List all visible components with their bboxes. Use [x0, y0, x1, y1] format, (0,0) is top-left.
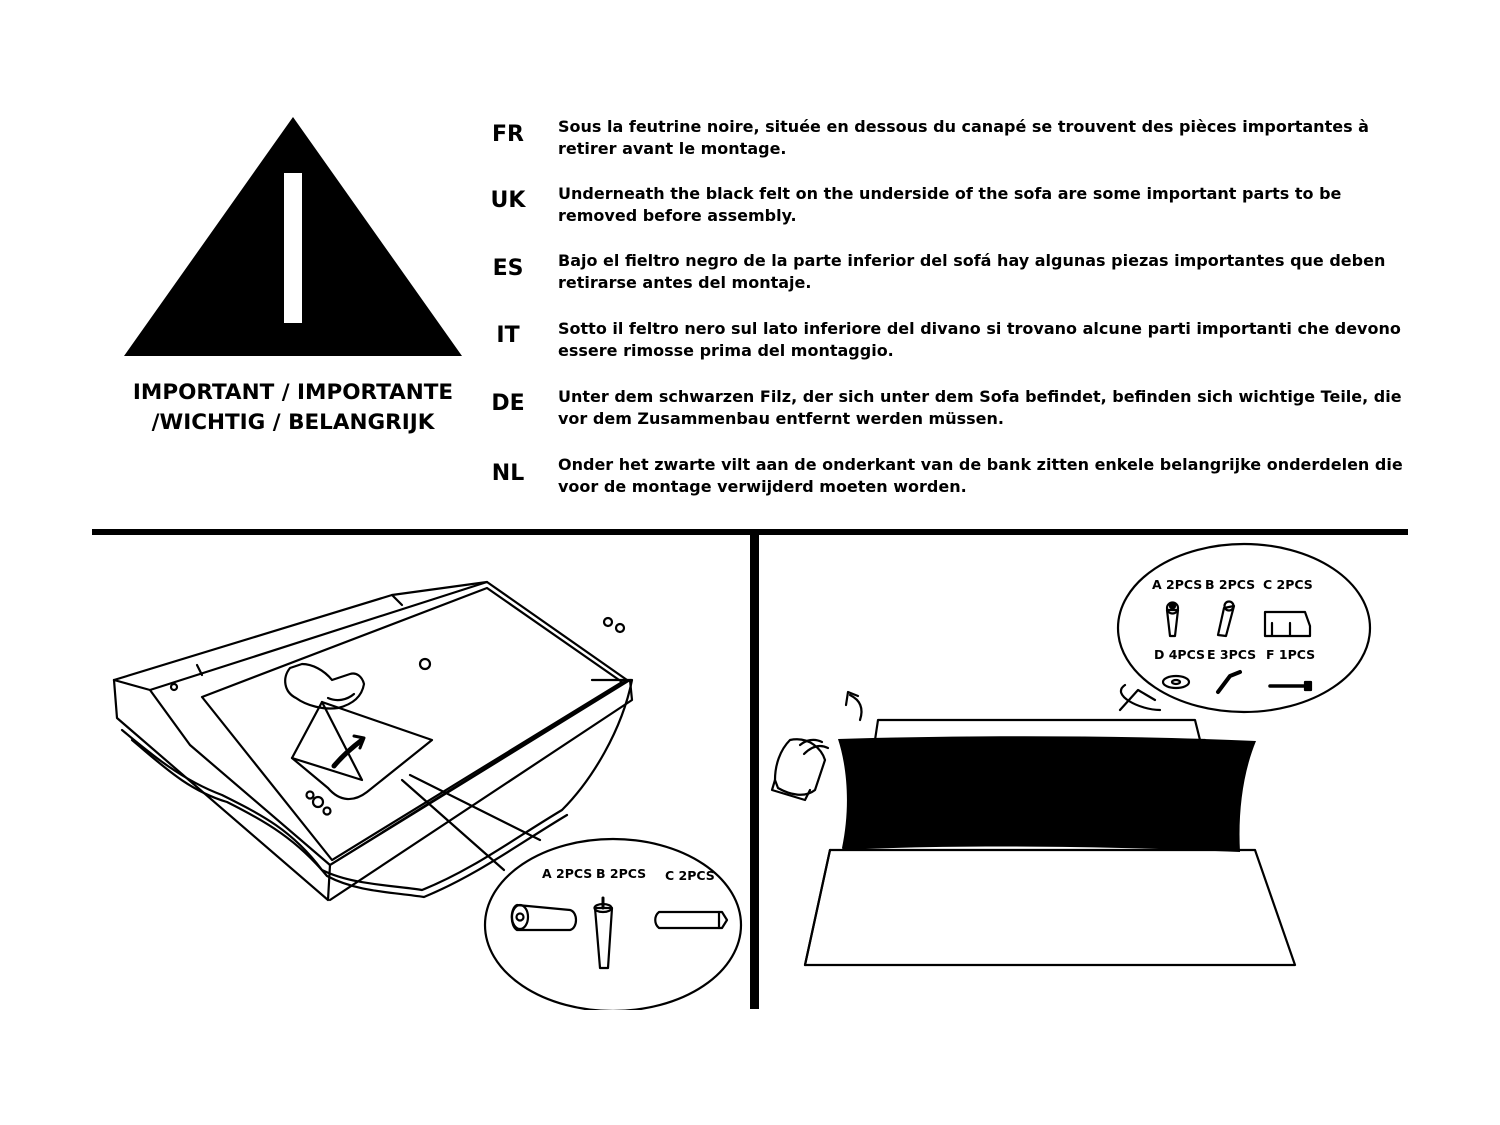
lang-code: ES	[492, 256, 524, 281]
left-part-b-label: B 2PCS	[596, 866, 646, 881]
lang-text: Sotto il feltro nero sul lato inferiore …	[558, 319, 1401, 360]
right-part-c-label: C 2PCS	[1263, 577, 1313, 592]
lang-code: IT	[496, 323, 520, 348]
lang-row-nl: NL Onder het zwarte vilt aan de onderkan…	[478, 454, 1418, 518]
right-part-f-label: F 1PCS	[1266, 647, 1315, 662]
lang-row-fr: FR Sous la feutrine noire, située en des…	[478, 116, 1418, 180]
lang-code: DE	[491, 391, 525, 416]
right-part-e-label: E 3PCS	[1207, 647, 1256, 662]
sofa-underside-illustration: A 2PCS B 2PCS C 2PCS	[112, 580, 743, 1010]
warning-triangle-icon	[124, 117, 462, 356]
lang-row-es: ES Bajo el fieltro negro de la parte inf…	[478, 250, 1418, 314]
lang-text: Onder het zwarte vilt aan de onderkant v…	[558, 455, 1403, 496]
right-part-b-label: B 2PCS	[1205, 577, 1255, 592]
important-label-line2: /WICHTIG / BELANGRIJK	[151, 410, 435, 435]
horizontal-divider	[92, 529, 1408, 535]
important-label: IMPORTANT / IMPORTANTE /WICHTIG / BELANG…	[108, 378, 478, 438]
lang-row-it: IT Sotto il feltro nero sul lato inferio…	[478, 318, 1418, 382]
felt-removal-illustration: A 2PCS B 2PCS C 2PCS D 4PCS E 3PCS F 1PC…	[770, 542, 1372, 967]
lang-text: Sous la feutrine noire, située en dessou…	[558, 117, 1369, 158]
lang-text: Unter dem schwarzen Filz, der sich unter…	[558, 387, 1402, 428]
lang-row-uk: UK Underneath the black felt on the unde…	[478, 183, 1418, 247]
lang-row-de: DE Unter dem schwarzen Filz, der sich un…	[478, 386, 1418, 450]
vertical-divider	[750, 534, 759, 1009]
lang-text: Underneath the black felt on the undersi…	[558, 184, 1342, 225]
lang-code: UK	[490, 188, 526, 213]
right-part-a-label: A 2PCS	[1152, 577, 1202, 592]
lang-code: NL	[491, 461, 525, 486]
black-felt-sheet	[838, 736, 1256, 852]
left-part-c-label: C 2PCS	[665, 868, 715, 883]
right-part-d-label: D 4PCS	[1154, 647, 1205, 662]
important-label-line1: IMPORTANT / IMPORTANTE	[132, 380, 454, 405]
lang-code: FR	[492, 122, 524, 147]
lang-text: Bajo el fieltro negro de la parte inferi…	[558, 251, 1386, 292]
left-part-a-label: A 2PCS	[542, 866, 592, 881]
